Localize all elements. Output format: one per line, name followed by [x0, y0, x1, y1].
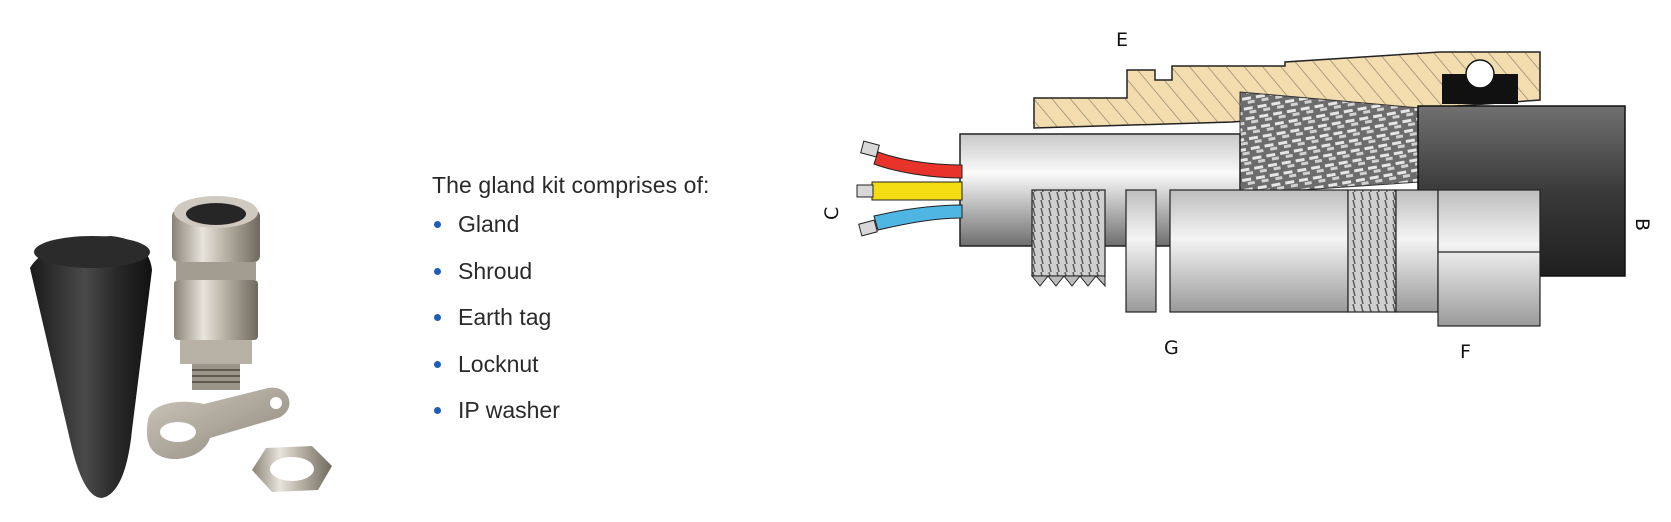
gland-part	[172, 196, 260, 390]
earth-tag-part	[146, 387, 290, 460]
lower-gland-body	[1030, 189, 1541, 327]
label-g: G	[1164, 337, 1179, 359]
bullet-icon	[434, 221, 441, 228]
list-item: Shroud	[432, 258, 792, 305]
bullet-icon	[434, 267, 441, 275]
gland-cross-section-diagram: E G F C B	[821, 29, 1653, 363]
list-item-label: Gland	[458, 211, 520, 237]
label-c: C	[821, 207, 843, 220]
kit-intro-text: The gland kit comprises of:	[432, 172, 710, 198]
label-f: F	[1460, 341, 1471, 363]
list-item-label: Shroud	[458, 257, 533, 284]
kit-items-list: Gland Shroud Earth tag Locknut IP washer	[432, 211, 792, 444]
kit-contents: The gland kit comprises of: Gland Shroud…	[432, 172, 792, 444]
cable-cores	[856, 140, 963, 237]
bullet-icon	[434, 407, 441, 414]
list-item: Locknut	[432, 351, 792, 398]
armour-braid	[1239, 91, 1421, 195]
list-item-label: Earth tag	[458, 304, 552, 330]
list-item-label: Locknut	[458, 350, 539, 377]
shroud-part	[30, 236, 152, 498]
list-item: IP washer	[432, 397, 792, 444]
bullet-icon	[434, 314, 441, 321]
list-item: Gland	[432, 211, 792, 258]
list-item-label: IP washer	[458, 397, 560, 423]
gland-kit-photo	[30, 196, 332, 498]
label-b: B	[1631, 218, 1653, 231]
label-e: E	[1116, 29, 1128, 51]
bullet-icon	[434, 360, 441, 368]
list-item: Earth tag	[432, 304, 792, 351]
locknut-part	[252, 446, 332, 492]
